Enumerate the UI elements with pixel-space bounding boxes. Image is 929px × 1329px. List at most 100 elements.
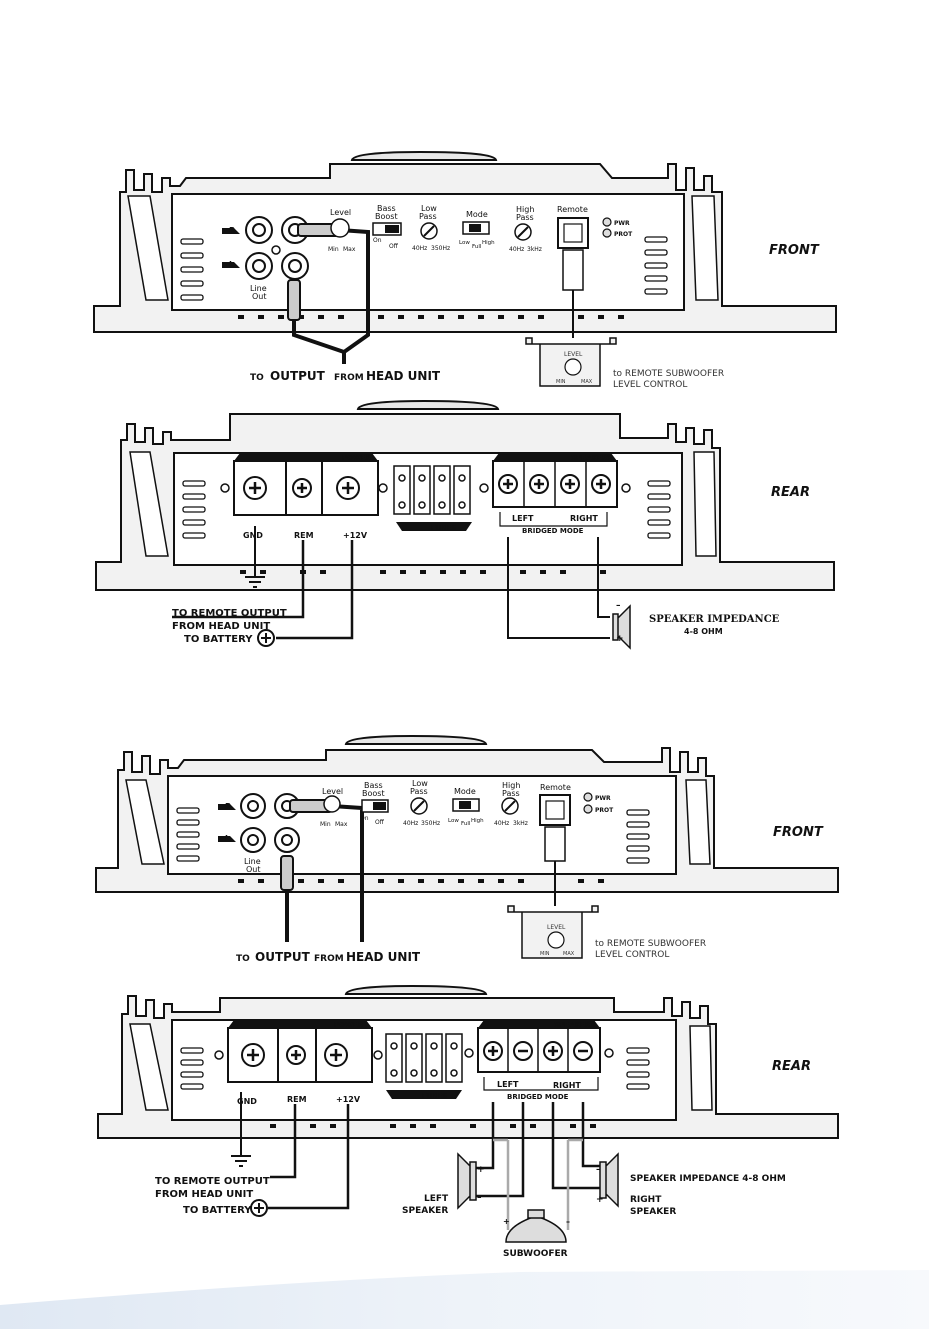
screw-heads (247, 1049, 342, 1061)
level-max: Max (335, 821, 348, 828)
level-knob (330, 218, 350, 238)
mode-label: Mode (466, 210, 488, 219)
screw-heads (503, 479, 606, 489)
mount-screw (220, 483, 230, 493)
ground-screw (271, 245, 281, 255)
prot-label: PROT (614, 231, 633, 238)
prot-led (602, 228, 612, 238)
high-pass-max: 3kHz (513, 820, 528, 827)
low-pass-min: 40Hz (412, 245, 427, 252)
mode-label: Mode (454, 787, 476, 796)
left-label: LEFT (512, 514, 534, 523)
high-pass-label-2: Pass (516, 213, 534, 222)
right-speaker-icon (599, 1152, 619, 1208)
level-max: Max (343, 246, 356, 253)
faceplate (167, 775, 677, 875)
plus12-label: +12V (343, 531, 368, 540)
battery-plus-icon-glyph (254, 1203, 264, 1213)
input-cable (292, 228, 370, 364)
to-label: TO (250, 373, 264, 383)
mode-full: Full (461, 821, 471, 827)
line-out-label-2: Out (246, 865, 261, 874)
rca-jacks (240, 793, 300, 853)
from-label: FROM (334, 373, 364, 383)
right-speaker-label-2: SPEAKER (630, 1207, 676, 1217)
remote-level-knob (564, 358, 582, 376)
power-header (228, 1020, 372, 1028)
amp-top-cap (350, 150, 498, 161)
base-notches (270, 1124, 596, 1128)
gnd-label: GND (243, 531, 263, 540)
fuses-label: FUSES (431, 524, 456, 532)
front-label: FRONT (773, 825, 824, 840)
remote-plug (544, 826, 566, 862)
to-label: TO (236, 954, 250, 964)
bridged-label: BRIDGED MODE (522, 527, 584, 535)
bass-on: On (373, 237, 382, 244)
speakers-label: SPEAKERS (554, 1021, 595, 1029)
right-minus: – (596, 1165, 601, 1175)
rem-label: REM (294, 531, 314, 540)
battery-label: TO BATTERY (183, 1205, 252, 1216)
fins (129, 451, 717, 557)
speaker-plus: + (616, 634, 624, 644)
input-l-label: L (229, 260, 234, 269)
level-min: Min (320, 821, 331, 828)
speaker-minus: – (616, 601, 621, 611)
rca-plug-bottom (287, 279, 301, 321)
bass-boost-label-2: Boost (362, 789, 385, 798)
high-pass-label-1: High (516, 205, 534, 214)
amp-top-cap (344, 734, 488, 745)
remote-note-2: LEVEL CONTROL (595, 950, 669, 960)
pwr-led (602, 217, 612, 227)
remote-min: MIN (540, 951, 550, 957)
high-pass-min: 40Hz (494, 820, 509, 827)
bass-boost-label-2: Boost (375, 212, 398, 221)
subwoofer-wire (493, 1138, 583, 1230)
speakers-header (478, 1020, 600, 1028)
bass-boost-label-1: Bass (377, 204, 396, 213)
left-label: LEFT (497, 1080, 519, 1089)
subwoofer-icon (505, 1215, 567, 1243)
rear-label: REAR (772, 1059, 811, 1074)
low-pass-min: 40Hz (403, 820, 418, 827)
battery-label: TO BATTERY (184, 634, 253, 645)
remote-level-label: LEVEL (547, 924, 566, 931)
channel-tabs (222, 228, 240, 268)
speaker-wire (507, 537, 610, 639)
output-label: OUTPUT (255, 950, 311, 964)
power-label: POWER (334, 1021, 364, 1029)
mode-slider (459, 801, 471, 809)
remote-output-label-2: FROM HEAD UNIT (172, 621, 270, 632)
rca-jacks (245, 216, 309, 280)
mount-screw (604, 1048, 614, 1058)
left-speaker-label-1: LEFT (424, 1194, 449, 1204)
left-speaker-label-2: SPEAKER (402, 1206, 448, 1216)
speakers-label: SPEAKERS (571, 454, 612, 462)
input-r-label: R (229, 226, 235, 235)
power-label: POWER (342, 454, 372, 462)
left-speaker-wire (476, 1102, 525, 1198)
pwr-label: PWR (614, 220, 630, 227)
line-out-label-1: Line (250, 284, 267, 293)
rear-label: REAR (771, 485, 810, 500)
high-pass-min: 40Hz (509, 246, 524, 253)
remote-output-label-1: TO REMOTE OUTPUT (172, 608, 287, 619)
front-label: FRONT (769, 243, 820, 258)
pwr-label: PWR (595, 795, 611, 802)
low-pass-max: 350Hz (421, 820, 440, 827)
bass-on: On (360, 815, 369, 822)
impedance-label-2: 4-8 OHM (684, 627, 723, 636)
remote-output-label-1: TO REMOTE OUTPUT (155, 1176, 270, 1187)
amp-front-2: R L Line Out Level Min Max Bass Boost On… (95, 734, 839, 964)
bass-boost-label-1: Bass (364, 781, 383, 790)
high-pass-max: 3kHz (527, 246, 542, 253)
ground-symbol (231, 1092, 251, 1167)
footer-wave (0, 1270, 929, 1329)
channel-tabs (218, 804, 236, 842)
mode-low: Low (448, 818, 459, 824)
bass-off: Off (375, 819, 385, 826)
mode-high: High (482, 240, 495, 246)
bridged-bracket (499, 512, 608, 527)
right-speaker-wire (551, 1102, 600, 1190)
